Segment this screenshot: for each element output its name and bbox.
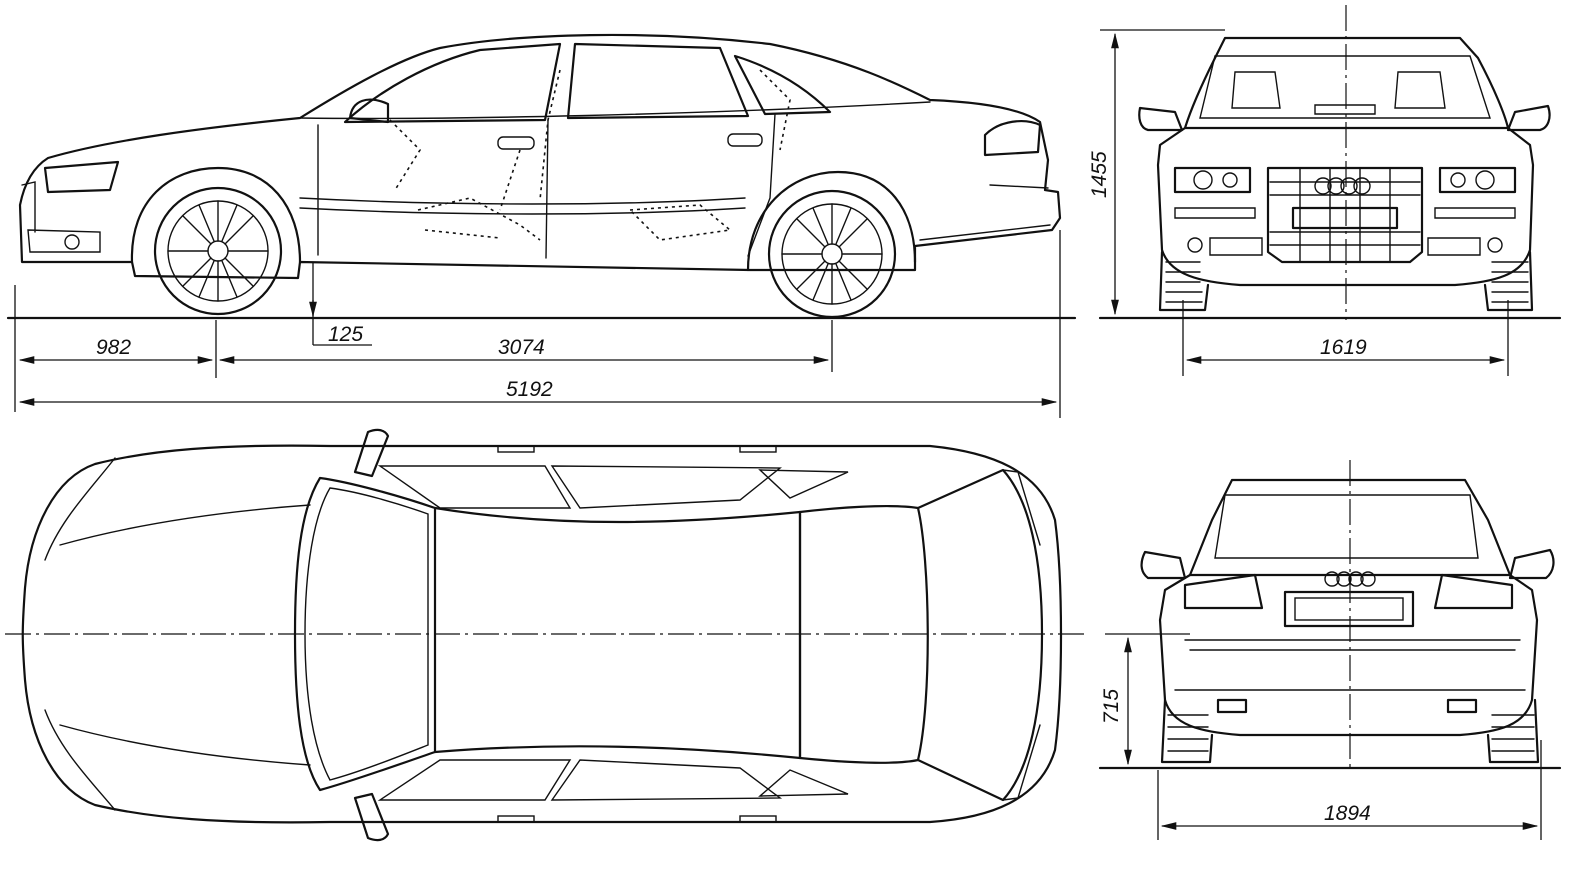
rear-dimensions: 1894 715 [1100, 633, 1542, 840]
quarter-window [733, 54, 832, 116]
dim-overall-width: 1894 [1324, 802, 1371, 825]
dim-front-track: 1619 [1320, 336, 1367, 359]
dim-overall-height: 1455 [1088, 151, 1111, 198]
top-trunk [916, 468, 1044, 802]
rear-door-handle [727, 133, 763, 147]
front-body [1156, 126, 1535, 287]
front-left-headlight [1173, 166, 1252, 194]
front-side-window [343, 42, 562, 124]
front-right-mirror [1506, 104, 1551, 132]
side-view [6, 33, 1077, 320]
front-logo-rings [1314, 177, 1371, 195]
front-grille [1266, 166, 1424, 264]
top-lower-mirror [353, 792, 390, 842]
rear-bumper-lines [1174, 639, 1526, 691]
front-wheel [153, 186, 283, 316]
hood-lines [59, 504, 311, 766]
front-wheel-arch [130, 166, 302, 264]
rear-wheel [767, 189, 897, 319]
top-body-outline [21, 444, 1063, 824]
side-body-outline [18, 33, 1062, 280]
top-roof [433, 506, 802, 760]
side-molding [299, 197, 746, 205]
rear-left-taillight [1183, 573, 1264, 610]
front-dimensions: 1619 1455 [1088, 29, 1509, 376]
dim-ground-clearance: 125 [328, 323, 363, 346]
rear-window [1214, 494, 1479, 559]
rear-right-mirror [1508, 548, 1555, 580]
front-right-tyre [1483, 250, 1534, 312]
rear-left-mirror [1140, 550, 1187, 580]
taillight-side [983, 120, 1042, 157]
door-lines [317, 113, 776, 259]
top-rear-window [798, 505, 929, 764]
rear-logo-rings [1324, 571, 1376, 587]
dim-overall-length: 5192 [506, 378, 553, 401]
windshield [1199, 55, 1491, 119]
side-mirror [348, 98, 390, 124]
top-upper-mirror [353, 428, 390, 478]
front-view [1098, 5, 1562, 320]
top-windshield [293, 476, 437, 792]
rear-view [1098, 460, 1562, 770]
dotted-seats [389, 69, 561, 241]
rear-body [1158, 573, 1539, 737]
front-license-plate [1291, 206, 1399, 230]
rear-right-taillight [1433, 573, 1514, 610]
front-left-mirror [1138, 106, 1184, 132]
top-view [5, 428, 1085, 842]
dim-wheelbase: 3074 [498, 336, 545, 359]
rear-right-tyre [1486, 698, 1540, 764]
top-side-windows-upper [377, 465, 849, 509]
rear-wheel-arch [746, 170, 917, 272]
rear-left-tyre [1160, 698, 1214, 764]
rear-license-plate [1283, 590, 1415, 628]
dim-front-overhang: 982 [96, 336, 131, 359]
side-dimensions: 982 3074 125 5192 [14, 230, 1061, 418]
rear-side-window [566, 42, 750, 120]
dim-rear-bumper-height: 715 [1100, 689, 1123, 724]
headlight-side [43, 160, 120, 194]
front-door-handle [497, 136, 535, 150]
front-right-headlight [1438, 166, 1517, 194]
top-side-windows-lower [377, 759, 849, 801]
